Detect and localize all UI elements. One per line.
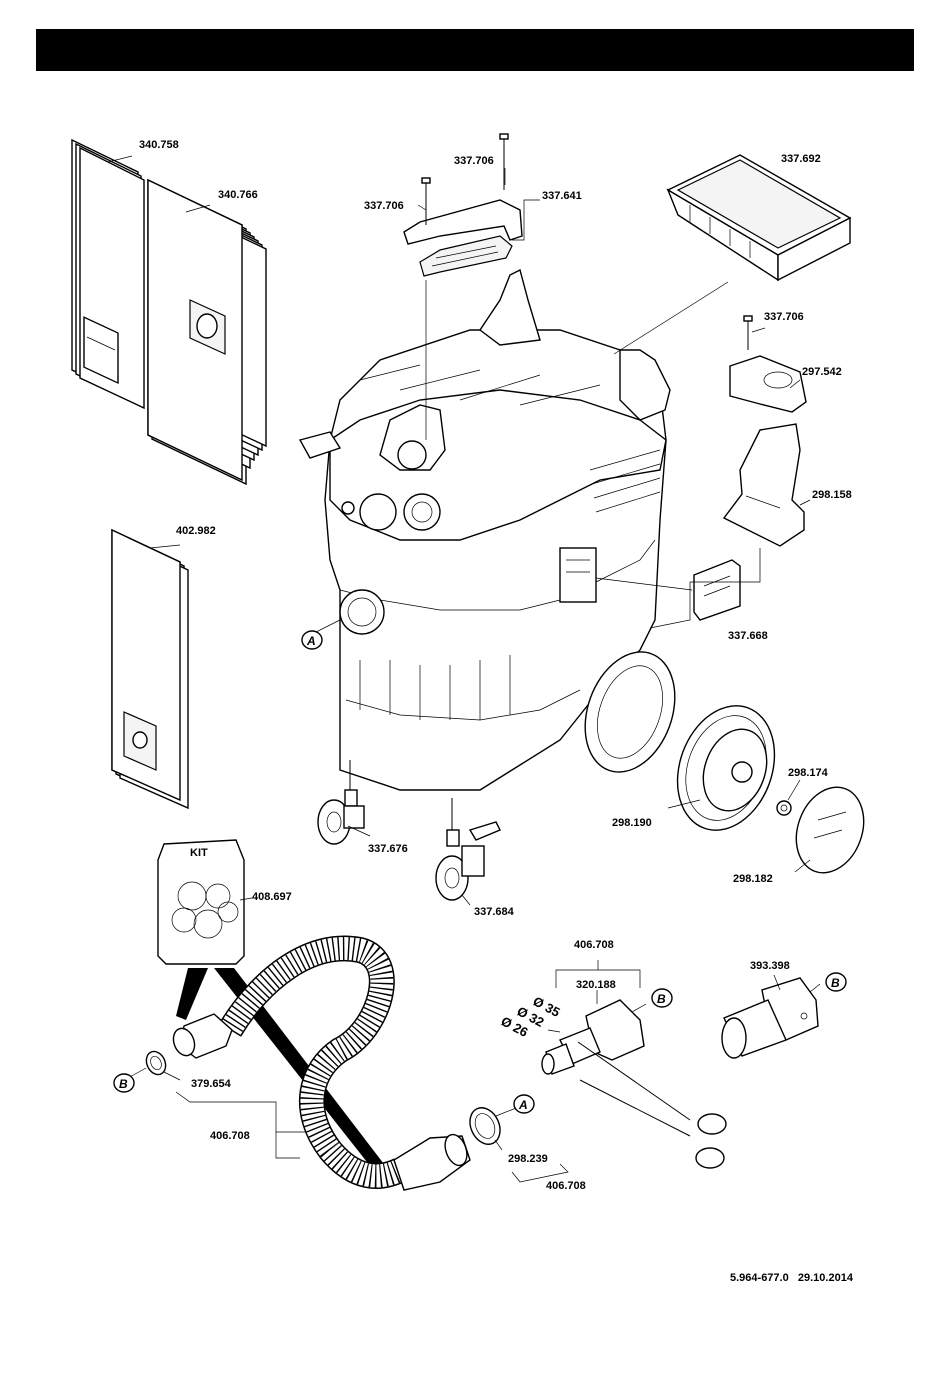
svg-text:B: B [657, 992, 666, 1006]
caster-337684 [436, 798, 500, 900]
label-298158: 298.158 [812, 489, 852, 501]
label-337692: 337.692 [781, 153, 821, 165]
svg-text:A: A [518, 1098, 528, 1112]
clip-298174 [777, 801, 791, 815]
label-393398: 393.398 [750, 960, 790, 972]
wheel-298190 [661, 692, 791, 844]
label-340758: 340.758 [139, 139, 179, 151]
scissors-icon [578, 1042, 726, 1168]
label-297542: 297.542 [802, 366, 842, 378]
label-298190: 298.190 [612, 817, 652, 829]
kit-label: KIT [190, 847, 208, 859]
label-298182: 298.182 [733, 873, 773, 885]
hubcap-298182 [785, 778, 875, 883]
label-406708-adapter: 406.708 [574, 939, 614, 951]
svg-text:A: A [306, 634, 316, 648]
label-379654: 379.654 [191, 1078, 232, 1090]
dust-bag-stack-402982 [112, 530, 188, 808]
label-337706-left: 337.706 [364, 200, 404, 212]
label-337706-top: 337.706 [454, 155, 494, 167]
label-337684: 337.684 [474, 906, 515, 918]
label-402982: 402.982 [176, 525, 216, 537]
label-337668: 337.668 [728, 630, 768, 642]
filter-337692 [668, 155, 850, 280]
suction-hose-406708 [170, 948, 471, 1190]
handle-337641 [404, 200, 522, 276]
label-406708-hose: 406.708 [210, 1130, 250, 1142]
callout-b-adapter-393398: B [826, 973, 846, 991]
diameter-labels: Ø 35 Ø 32 Ø 26 [499, 993, 563, 1039]
label-337706-right: 337.706 [764, 311, 804, 323]
label-298174: 298.174 [788, 767, 829, 779]
gasket-379654 [143, 1048, 169, 1077]
callout-a-body: A [302, 631, 322, 649]
label-298239: 298.239 [508, 1153, 548, 1165]
footer-doc-number-date: 5.964-677.0 29.10.2014 [730, 1272, 854, 1284]
svg-text:B: B [831, 976, 840, 990]
dust-bag-stack-340766 [148, 180, 266, 484]
label-337676: 337.676 [368, 843, 408, 855]
svg-text:B: B [119, 1077, 128, 1091]
cover-337668 [694, 560, 740, 620]
label-340766: 340.766 [218, 189, 258, 201]
dust-bag-stack-340758 [72, 140, 144, 408]
callout-b-hose: B [114, 1074, 134, 1092]
label-406708-bottom: 406.708 [546, 1180, 586, 1192]
label-320188: 320.188 [576, 979, 616, 991]
gasket-298239 [464, 1103, 505, 1149]
label-408697: 408.697 [252, 891, 292, 903]
callout-b-adapter-320188: B [652, 989, 672, 1007]
callout-a-gasket: A [514, 1095, 534, 1113]
bracket-298158 [724, 424, 804, 546]
label-337641: 337.641 [542, 190, 582, 202]
adapter-393398 [722, 978, 818, 1058]
